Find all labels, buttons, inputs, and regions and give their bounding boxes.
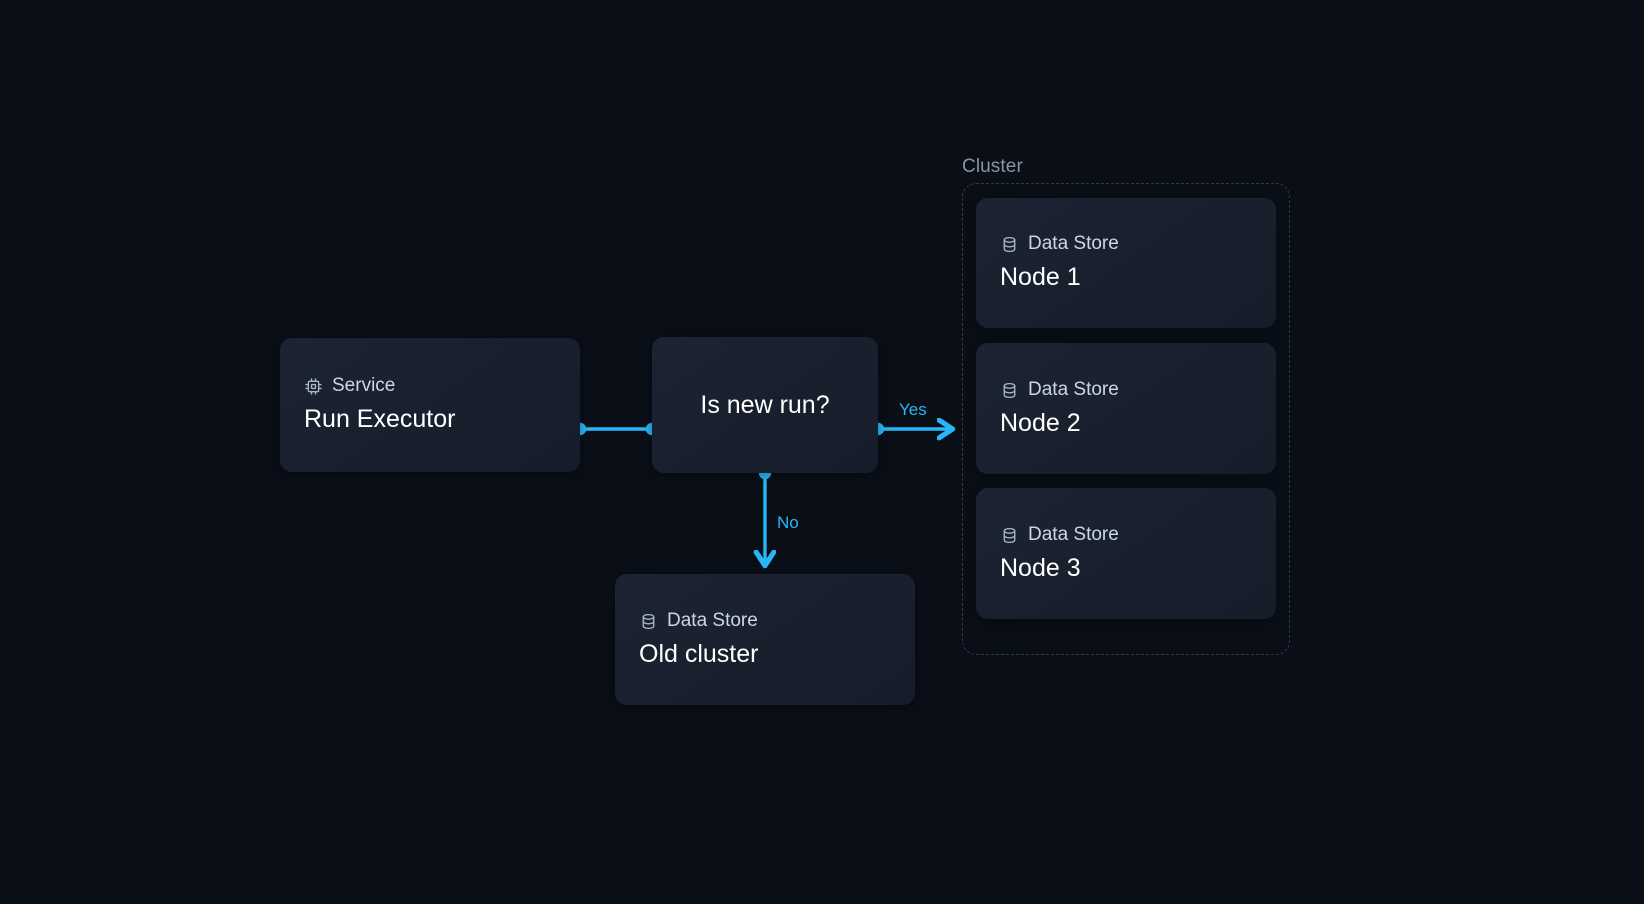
- node-title: Run Executor: [304, 405, 456, 434]
- node-type-label: Data Store: [667, 609, 758, 631]
- node-data-store-node-1[interactable]: Data Store Node 1: [976, 198, 1276, 328]
- node-title: Is new run?: [700, 390, 830, 419]
- edge-label-no: No: [777, 513, 799, 532]
- database-icon: [1000, 381, 1019, 400]
- edge-decision-no: [759, 466, 771, 565]
- node-type-label: Data Store: [1028, 378, 1119, 400]
- node-type-row: Data Store: [1000, 378, 1260, 401]
- node-title: Node 2: [1000, 408, 1081, 437]
- database-icon: [1000, 235, 1019, 254]
- node-old-cluster[interactable]: Data Store Old cluster: [615, 574, 915, 705]
- node-type-row: Data Store: [1000, 233, 1260, 255]
- edge-service-to-decision: [573, 422, 659, 436]
- database-icon: [1000, 526, 1019, 545]
- node-type-label: Data Store: [1028, 233, 1119, 255]
- database-icon: [639, 612, 658, 631]
- edge-label-yes: Yes: [899, 400, 927, 419]
- node-type-label: Data Store: [1028, 523, 1119, 545]
- node-type-row: Data Store: [1000, 523, 1260, 546]
- node-type-row: Service: [304, 375, 564, 397]
- node-type-label: Service: [332, 375, 396, 397]
- node-title: Old cluster: [639, 639, 759, 668]
- node-is-new-run[interactable]: Is new run?: [652, 337, 878, 473]
- cluster-group-boundary: [962, 183, 1290, 655]
- node-run-executor[interactable]: Service Run Executor: [280, 338, 580, 472]
- node-data-store-node-2[interactable]: Data Store Node 2: [976, 343, 1276, 474]
- cpu-chip-icon: [304, 377, 323, 396]
- edge-decision-yes: [871, 423, 952, 435]
- node-data-store-node-3[interactable]: Data Store Node 3: [976, 488, 1276, 619]
- cluster-group-label: Cluster: [962, 156, 1023, 177]
- node-type-row: Data Store: [639, 609, 899, 632]
- node-title: Node 1: [1000, 263, 1081, 292]
- node-title: Node 3: [1000, 553, 1081, 582]
